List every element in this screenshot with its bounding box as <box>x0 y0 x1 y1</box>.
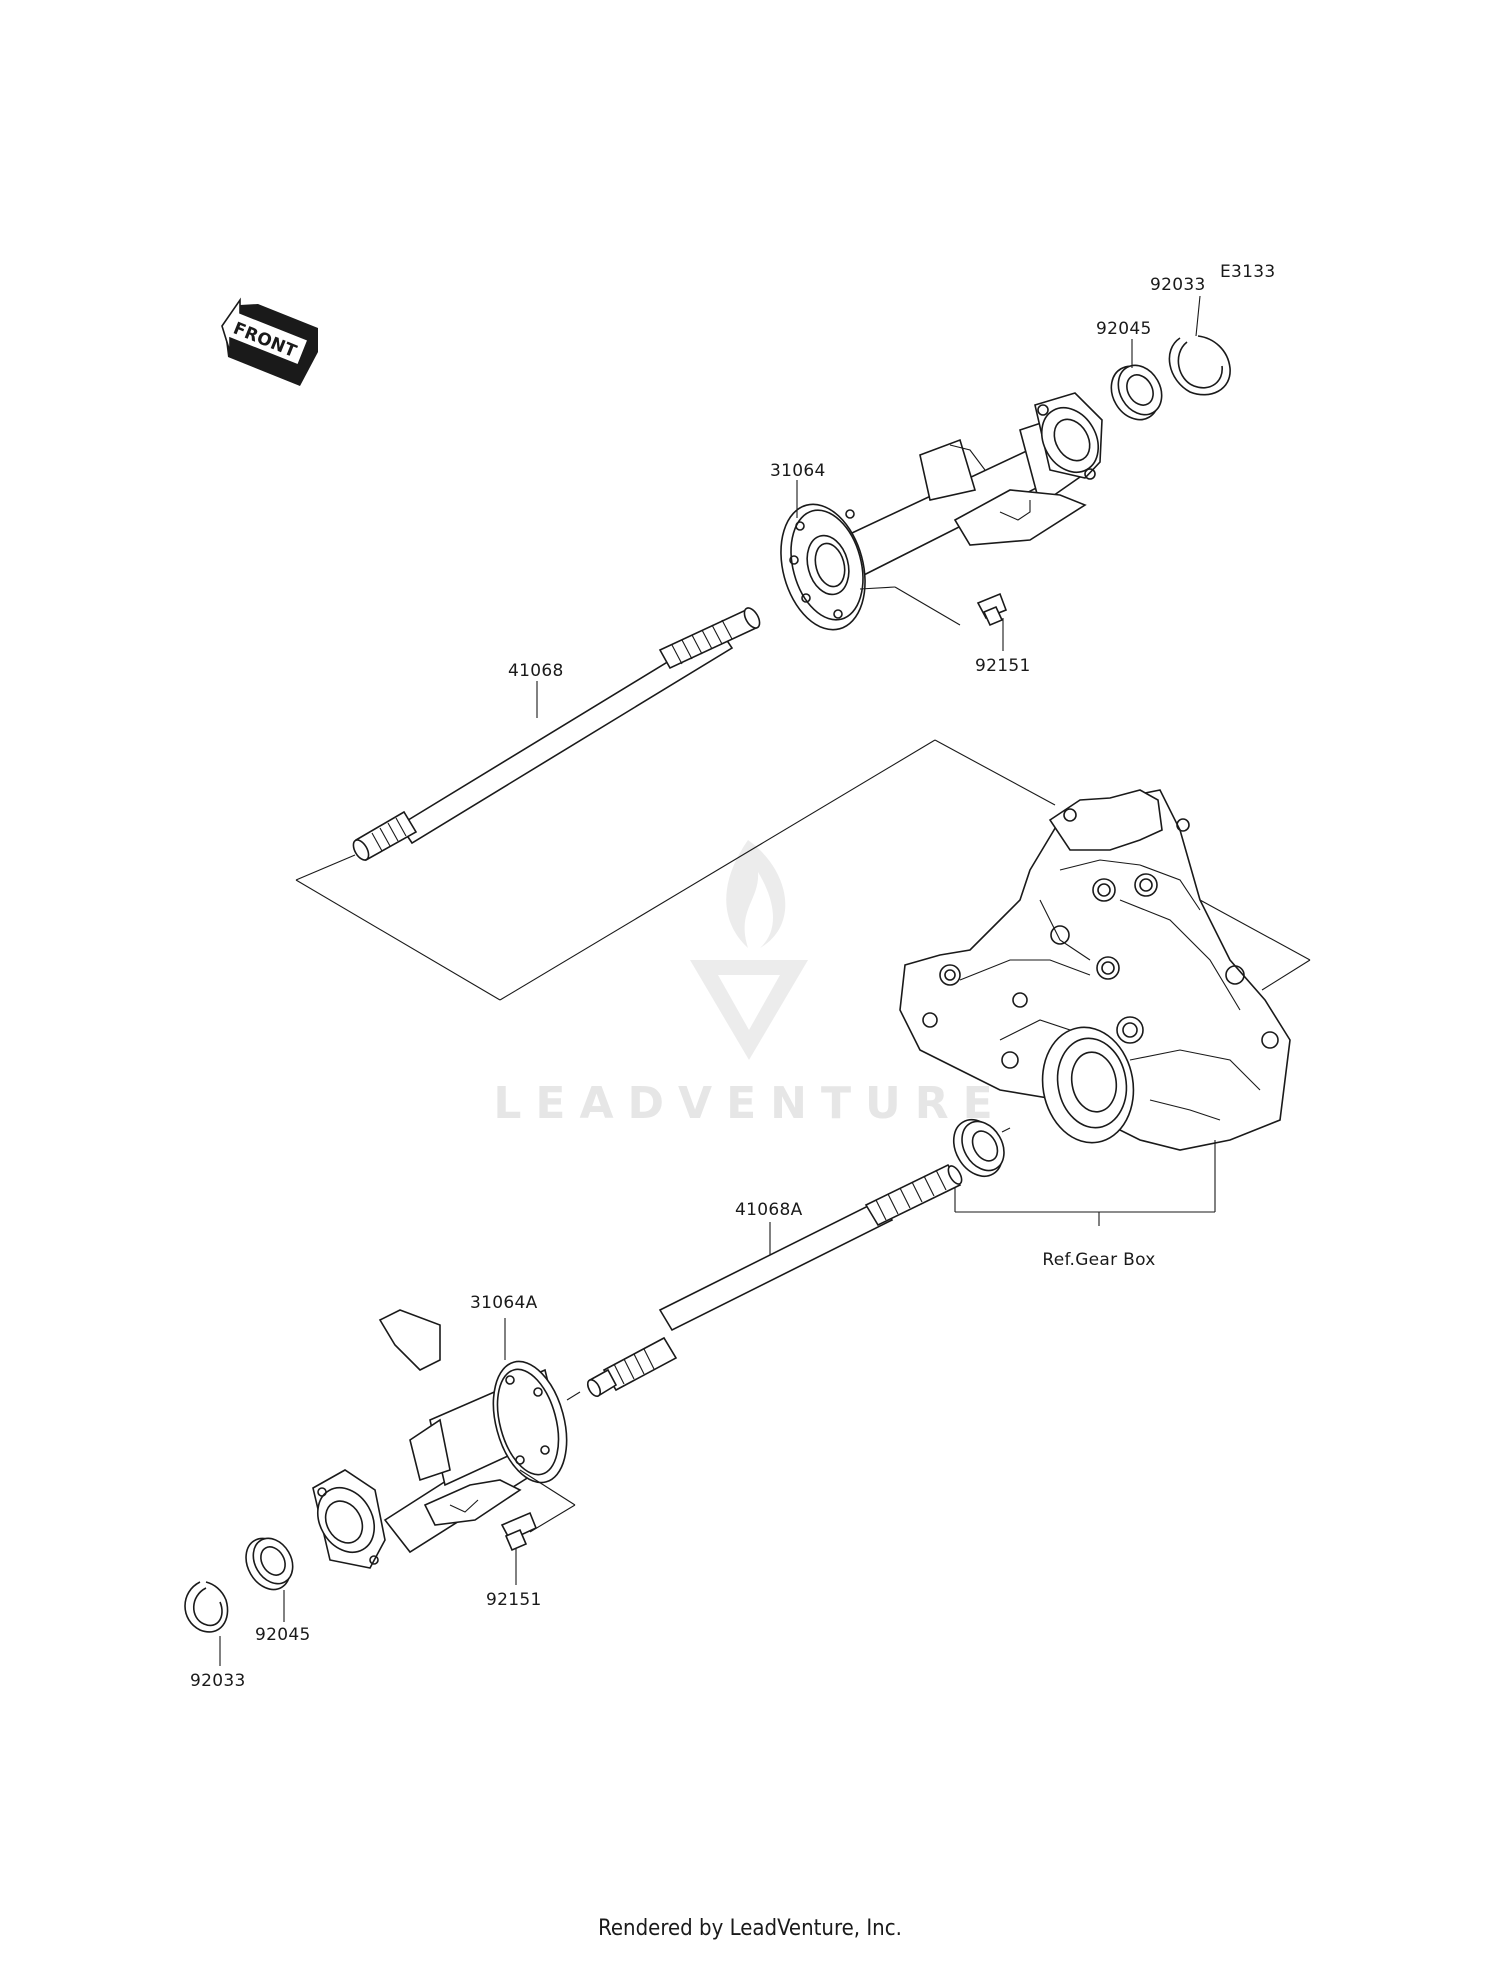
footer-credit: Rendered by LeadVenture, Inc. <box>598 1916 902 1941</box>
label-top-circlip: 92033 <box>1150 275 1206 295</box>
bolt-bottom <box>500 1511 538 1585</box>
label-bottom-housing: 31064A <box>470 1293 538 1313</box>
reference-lines-top <box>295 739 1311 1001</box>
label-top-bolt: 92151 <box>975 656 1031 676</box>
watermark: LEADVENTURE <box>493 840 1006 1129</box>
bearing-bottom <box>245 1537 294 1622</box>
housing-bottom <box>312 1309 576 1569</box>
label-top-housing: 31064 <box>770 461 826 481</box>
shaft-top <box>352 607 761 862</box>
circlip-bottom <box>184 1581 229 1666</box>
gear-box <box>899 789 1291 1212</box>
label-bottom-bolt: 92151 <box>486 1590 542 1610</box>
label-top-shaft: 41068 <box>508 661 564 681</box>
front-arrow: FRONT <box>221 297 318 386</box>
label-bottom-circlip: 92033 <box>190 1671 246 1691</box>
circlip-top <box>1168 295 1231 396</box>
housing-top <box>780 392 1103 631</box>
label-bottom-bearing: 92045 <box>255 1625 311 1645</box>
watermark-text: LEADVENTURE <box>493 1078 1006 1129</box>
shaft-bottom <box>566 1163 963 1401</box>
label-reference-gear-box: Ref.Gear Box <box>1042 1250 1155 1270</box>
diagram-code: E3133 <box>1220 262 1276 282</box>
label-bottom-shaft: 41068A <box>735 1200 803 1220</box>
bolt-top <box>976 592 1008 651</box>
bearing-top <box>1110 339 1163 421</box>
label-top-bearing: 92045 <box>1096 319 1152 339</box>
